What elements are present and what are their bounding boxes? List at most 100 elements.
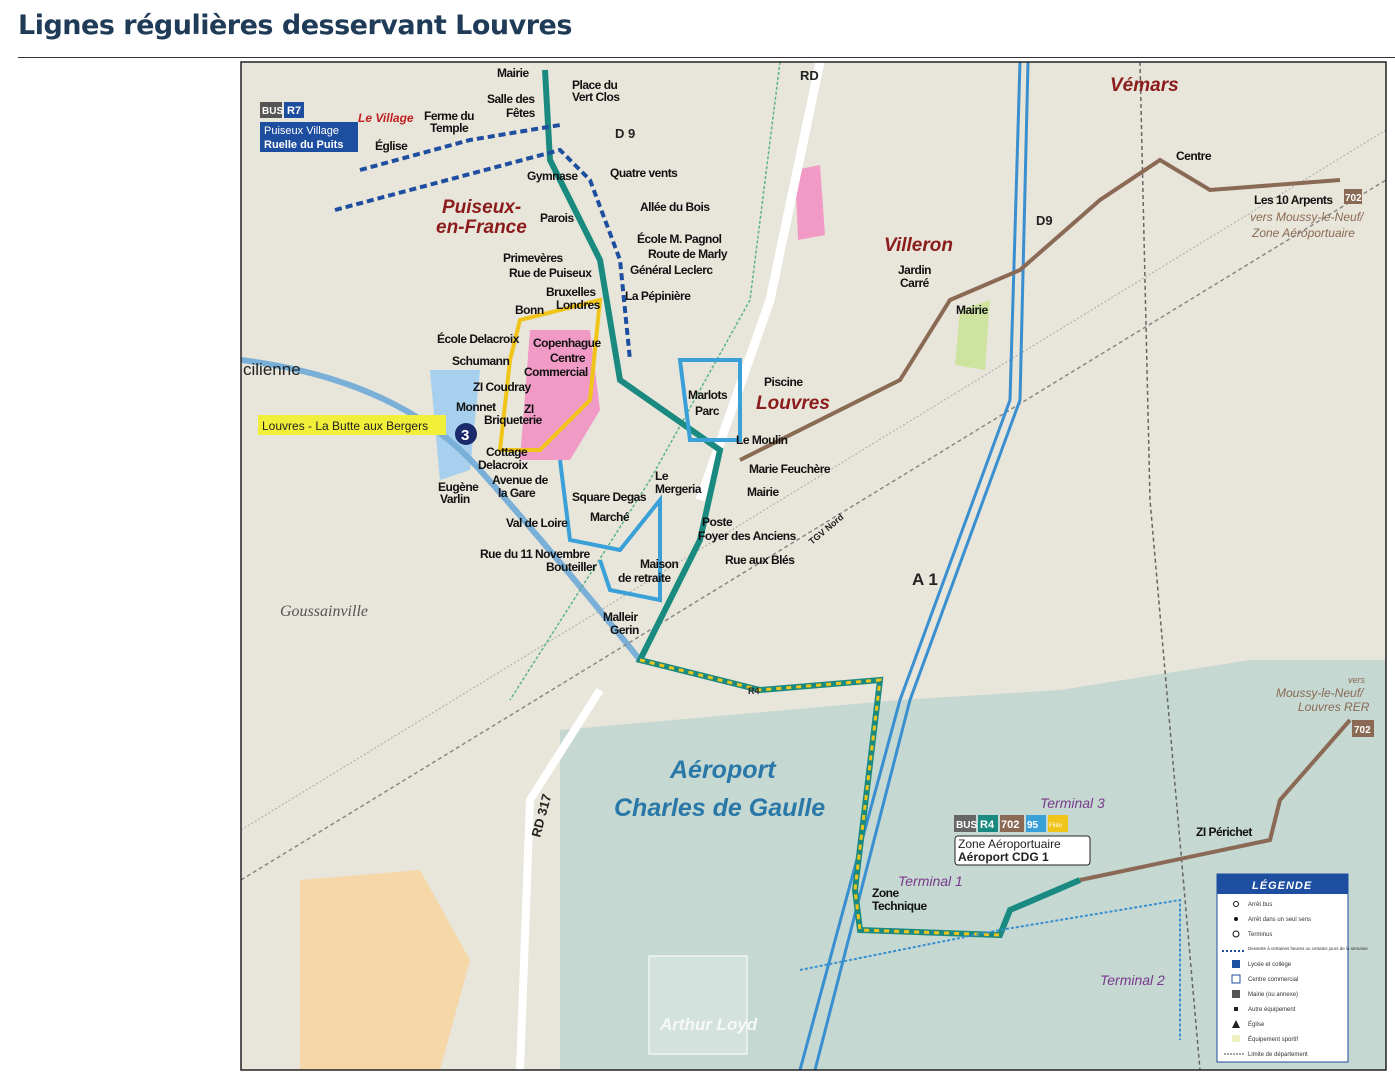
line-louvres-loop[interactable] (677, 358, 742, 442)
stop-label: Malleir (603, 610, 638, 624)
cdg1-stop-box[interactable] (954, 835, 1091, 866)
park (955, 300, 990, 370)
stop-label: Église (375, 138, 408, 153)
stop-label: Poste (702, 515, 733, 529)
r4-badge-text: R4 (980, 819, 995, 831)
legend: LÉGENDE Arrêt bus Arrêt dans un seul sen… (1216, 873, 1368, 1063)
butte-aux-bergers-label[interactable] (258, 415, 446, 435)
vers-rer-2: Louvres RER (1298, 700, 1370, 714)
stop-label: Avenue de (492, 473, 549, 487)
stop-label: Centre (550, 351, 586, 365)
school-icon (1232, 960, 1240, 968)
stop-label: Cottage (486, 445, 528, 459)
stop-label: Ferme du (424, 109, 474, 123)
butte-number-icon (455, 423, 477, 445)
puiseux-village-terminus[interactable] (260, 122, 358, 152)
line-r5[interactable] (497, 297, 603, 452)
stop-label: Copenhague (533, 336, 601, 350)
title-divider (18, 57, 1395, 58)
stop-label: Rue aux Blés (725, 553, 795, 567)
town-louvres: Louvres (756, 393, 830, 414)
butte-number: 3 (461, 427, 469, 444)
town-puiseux: Puiseux- (442, 197, 521, 218)
line-r7[interactable] (334, 147, 632, 361)
stop-label: Maison (640, 557, 679, 571)
line-r5-overlay[interactable] (639, 658, 1001, 937)
terminal-3: Terminal 3 (1040, 795, 1105, 811)
road-d9: D 9 (615, 126, 635, 141)
stop-label: de retraite (618, 571, 671, 585)
town-puiseux-2: en-France (436, 217, 527, 238)
stop-label: Gymnase (527, 169, 578, 183)
legend-item: Arrêt bus (1248, 902, 1272, 908)
702-badge-north (1344, 189, 1362, 204)
stop-label: École M. Pagnol (637, 231, 722, 246)
road-a1: A 1 (912, 570, 938, 589)
stop-label: Marché (590, 510, 630, 524)
label-cilienne: cilienne (243, 360, 301, 379)
rd317-road (516, 687, 604, 1070)
rer-d-line (509, 62, 781, 701)
legend-item: Église (1248, 1021, 1265, 1028)
line-r7-b[interactable] (359, 123, 561, 172)
stop-label: Delacroix (478, 458, 528, 472)
line-702-airport[interactable] (1079, 718, 1352, 882)
bus-badge-text: BUS (262, 106, 283, 117)
fileo-badge-text: Filéo (1049, 823, 1063, 829)
cdg1-zone: Zone Aéroportuaire (958, 837, 1061, 851)
r7-badge-text: R7 (287, 105, 301, 117)
stop-labels: Mairie Place du Vert Clos Salle des Fête… (375, 66, 1334, 913)
vers-moussy-1: vers Moussy-le-Neuf/ (1250, 210, 1365, 224)
shopping-centre-icon (1231, 974, 1241, 984)
stop-label: Allée du Bois (640, 200, 710, 214)
stop-label: Technique (872, 899, 927, 913)
r7-badge[interactable] (284, 102, 304, 118)
road-d9b: D9 (1036, 213, 1053, 228)
map-frame (240, 61, 1387, 1071)
bus-stop-icon (1233, 901, 1239, 907)
road-r4: R4 (748, 686, 760, 696)
terminal-2: Terminal 2 (1100, 972, 1165, 988)
stop-label: Salle des (487, 92, 535, 106)
commercial-zone (520, 330, 600, 460)
stop-label: Vert Clos (572, 90, 620, 104)
airport-name-1: Aéroport (669, 756, 777, 784)
stop-label: Quatre vents (610, 166, 678, 180)
urban-zone (300, 870, 470, 1070)
legend-item: Arrêt dans un seul sens (1248, 917, 1311, 923)
town-villeron: Villeron (884, 235, 953, 256)
page-title: Lignes régulières desservant Louvres (18, 10, 572, 41)
stop-label: Foyer des Anciens (698, 529, 797, 543)
stop-label: Bruxelles (546, 285, 596, 299)
stop-label: Rue de Puiseux (509, 266, 592, 280)
stop-label: Parc (695, 404, 720, 418)
cdgval-line (799, 898, 1181, 1040)
legend-item: Limite de département (1248, 1052, 1308, 1058)
stop-label: Le Moulin (736, 433, 788, 447)
95-badge-text: 95 (1027, 820, 1039, 831)
stop-label: ZI Périchet (1196, 825, 1252, 839)
legend-header (1217, 874, 1348, 894)
stop-label: La Pépinière (625, 289, 691, 303)
rd-road (695, 62, 825, 502)
line-light-blue[interactable] (558, 459, 662, 603)
stop-label: Rue du 11 Novembre (480, 547, 591, 561)
stop-label: Commercial (524, 365, 588, 379)
stop-label: Les 10 Arpents (1254, 193, 1333, 207)
vers-rer-0: vers (1348, 675, 1366, 685)
line-702[interactable] (739, 157, 1341, 462)
stop-label: ZI Coudray (473, 380, 531, 394)
label-le-village: Le Village (358, 111, 414, 125)
stop-label: Le (655, 469, 669, 483)
legend-item: Lycée et collège (1248, 962, 1292, 968)
a1-motorway-2 (813, 62, 1030, 1070)
a1-motorway (798, 62, 1022, 1070)
legend-title: LÉGENDE (1252, 879, 1312, 892)
stop-label: ZI (524, 402, 534, 416)
vers-rer-1: Moussy-le-Neuf/ (1276, 686, 1365, 700)
legend-item: Mairie (ou annexe) (1248, 992, 1298, 998)
stop-label: Monnet (456, 400, 496, 414)
stop-label: Varlin (440, 492, 470, 506)
stop-label: Zone (872, 886, 899, 900)
